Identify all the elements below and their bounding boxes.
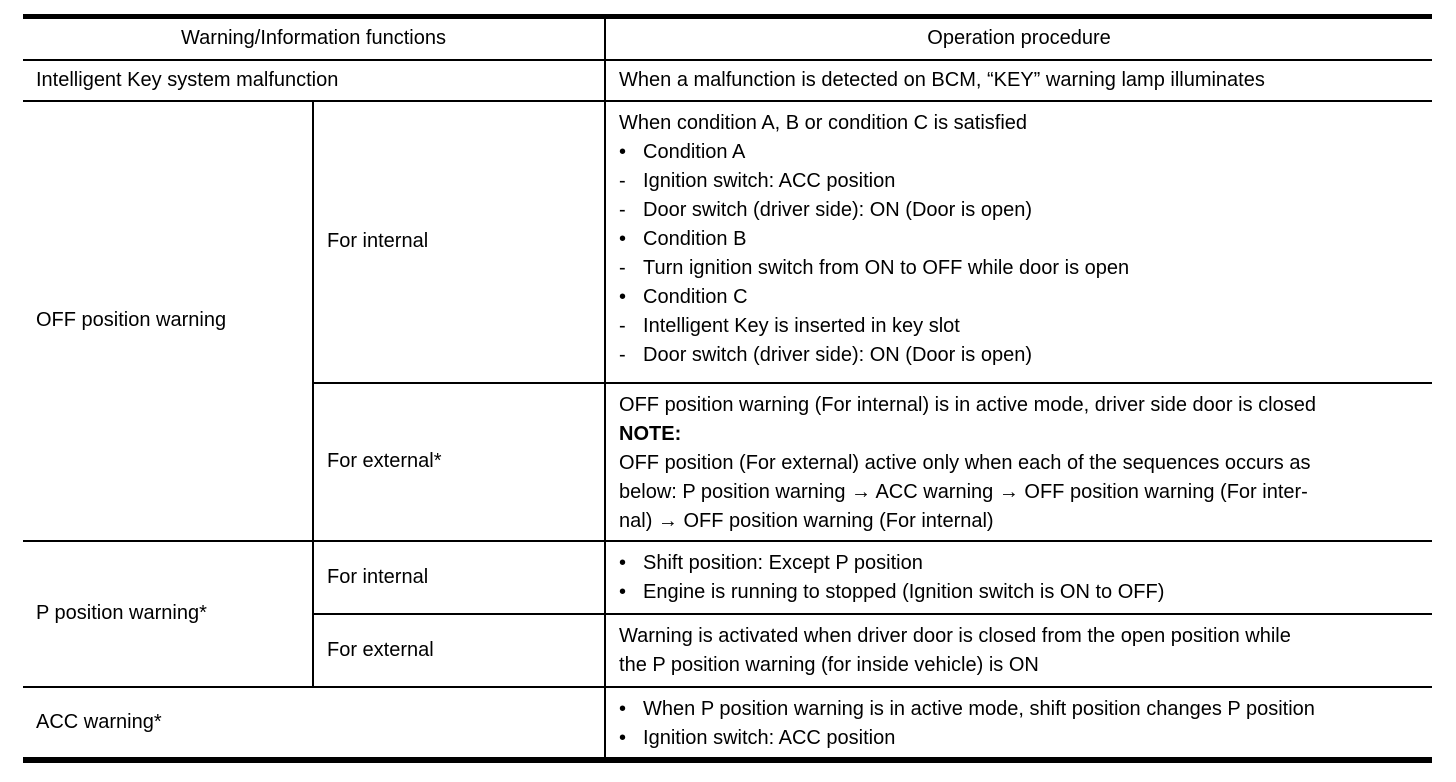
procedure-lines: When condition A, B or condition C is sa…: [619, 109, 1426, 370]
p-position-for-external-label: For external: [311, 612, 607, 688]
procedure-line: OFF position (For external) active only …: [619, 451, 1311, 474]
bullet-marker: •: [619, 551, 627, 574]
line-text: Ignition switch: ACC position: [643, 169, 896, 192]
procedure-line: • Shift position: Except P position: [619, 549, 1426, 578]
off-position-for-internal-procedure: When condition A, B or condition C is sa…: [604, 99, 1434, 384]
row-p-position-internal: P position warning* For internal • Shift …: [22, 539, 1434, 688]
header-operation-procedure: Operation procedure: [604, 15, 1434, 61]
row-intelligent-key-malfunction: Intelligent Key system malfunction When …: [21, 58, 1434, 102]
procedure-line: -Door switch (driver side): ON (Door is …: [619, 341, 1426, 370]
p-position-for-internal-procedure: • Shift position: Except P position • Engin…: [604, 539, 1434, 615]
procedure-line: • Condition A: [619, 138, 1426, 167]
procedure-line: • When P position warning is in active mo…: [619, 695, 1426, 724]
procedure-lines: Warning is activated when driver door is…: [619, 622, 1426, 680]
off-position-for-internal-label: For internal: [311, 99, 607, 384]
procedure-line: the P position warning (for inside vehic…: [619, 653, 1039, 676]
intelligent-key-malfunction-label: Intelligent Key system malfunction: [21, 58, 607, 102]
acc-warning-procedure: • When P position warning is in active mo…: [604, 685, 1434, 761]
procedure-line: NOTE:: [619, 422, 682, 445]
line-text: Engine is running to stopped (Ignition s…: [643, 580, 1165, 603]
bullet-marker: •: [619, 227, 627, 250]
dash-marker: -: [619, 256, 626, 279]
procedure-line: • Condition B: [619, 225, 1426, 254]
procedure-line: Warning is activated when driver door is…: [619, 624, 1291, 647]
off-position-warning-label: OFF position warning: [22, 99, 314, 542]
procedure-line: • Engine is running to stopped (Ignition …: [619, 578, 1426, 607]
line-text: Shift position: Except P position: [643, 551, 923, 574]
row-acc-warning: ACC warning* • When P position warning is…: [21, 685, 1434, 761]
off-position-for-external-procedure: OFF position warning (For internal) is i…: [604, 381, 1434, 542]
row-off-position-external: For external* OFF position warning (For …: [23, 381, 1434, 542]
procedure-line: • Ignition switch: ACC position: [619, 724, 1426, 753]
line-text: Door switch (driver side): ON (Door is o…: [643, 343, 1033, 366]
procedure-line: -Turn ignition switch from ON to OFF whi…: [619, 254, 1426, 283]
line-text: Condition A: [643, 140, 746, 163]
procedure-lines: • Shift position: Except P position • Engin…: [619, 549, 1426, 607]
dash-marker: -: [619, 169, 626, 192]
procedure-lines: OFF position warning (For internal) is i…: [619, 391, 1426, 536]
bullet-marker: •: [619, 580, 627, 603]
procedure-line: When condition A, B or condition C is sa…: [619, 111, 1028, 134]
dash-marker: -: [619, 314, 626, 337]
line-text: When P position warning is in active mod…: [643, 697, 1315, 720]
procedure-line: -Intelligent Key is inserted in key slot: [619, 312, 1426, 341]
row-off-position-internal: OFF position warning For internal When c…: [22, 99, 1434, 542]
dash-marker: -: [619, 198, 626, 221]
p-position-warning-label: P position warning*: [22, 539, 314, 688]
procedure-line: • Condition C: [619, 283, 1426, 312]
bullet-marker: •: [619, 140, 627, 163]
line-text: Ignition switch: ACC position: [643, 726, 896, 749]
line-text: Intelligent Key is inserted in key slot: [643, 314, 960, 337]
line-text: Condition C: [643, 285, 748, 308]
row-p-position-external: For external Warning is activated when d…: [23, 612, 1434, 688]
procedure-line: below: P position warning → ACC warning …: [619, 480, 1308, 503]
intelligent-key-malfunction-procedure: When a malfunction is detected on BCM, “…: [604, 58, 1434, 102]
p-position-for-external-procedure: Warning is activated when driver door is…: [604, 612, 1434, 688]
line-text: Condition B: [643, 227, 747, 250]
header-warning-information-functions: Warning/Information functions: [21, 15, 607, 61]
line-text: Turn ignition switch from ON to OFF whil…: [643, 256, 1130, 279]
dash-marker: -: [619, 343, 626, 366]
bullet-marker: •: [619, 697, 627, 720]
procedure-line: -Door switch (driver side): ON (Door is …: [619, 196, 1426, 225]
acc-warning-label: ACC warning*: [21, 685, 607, 761]
bullet-marker: •: [619, 285, 627, 308]
line-text: Door switch (driver side): ON (Door is o…: [643, 198, 1033, 221]
warning-information-table: Warning/Information functions Operation …: [21, 14, 1434, 763]
procedure-lines: • When P position warning is in active mo…: [619, 695, 1426, 753]
table-header-row: Warning/Information functions Operation …: [21, 15, 1434, 61]
p-position-for-internal-label: For internal: [311, 539, 607, 615]
procedure-line: nal) → OFF position warning (For interna…: [619, 509, 994, 532]
bullet-marker: •: [619, 726, 627, 749]
off-position-for-external-label: For external*: [311, 381, 607, 542]
procedure-line: OFF position warning (For internal) is i…: [619, 393, 1316, 416]
procedure-line: -Ignition switch: ACC position: [619, 167, 1426, 196]
